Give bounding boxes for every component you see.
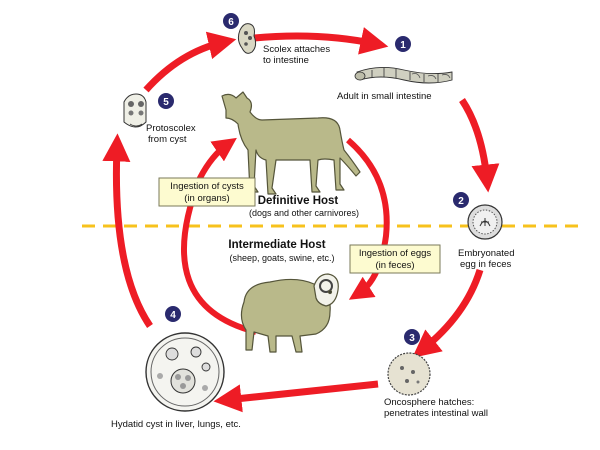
arrow-4-to-5	[102, 133, 153, 328]
adult-worm-icon	[354, 67, 453, 84]
embryonated-egg-icon	[467, 204, 503, 240]
step-5-label-line1: Protoscolex	[146, 123, 196, 134]
cysts-box-line1: Ingestion of cysts	[170, 181, 244, 192]
step-2-badge: 2	[453, 192, 469, 208]
svg-text:3: 3	[409, 333, 415, 344]
definitive-host-subtitle: (dogs and other carnivores)	[249, 208, 359, 218]
arrow-2-to-3	[412, 268, 484, 358]
scolex-icon	[237, 23, 257, 54]
step-2-label-line2: egg in feces	[460, 259, 511, 270]
inner-cycle-arrows	[181, 137, 390, 335]
step-3-badge: 3	[404, 329, 420, 345]
arrow-6-to-1	[253, 27, 389, 55]
cysts-box-line2: (in organs)	[184, 193, 229, 204]
svg-text:2: 2	[458, 196, 464, 207]
step-3-label-line1: Oncosphere hatches:	[384, 397, 474, 408]
ingestion-of-cysts-box: Ingestion of cysts (in organs)	[158, 177, 256, 207]
outer-cycle-arrows	[102, 27, 500, 413]
step-3-label-line2: penetrates intestinal wall	[384, 408, 488, 419]
step-1-badge: 1	[395, 36, 411, 52]
arrow-intermediate-to-definitive	[181, 137, 257, 335]
protoscolex-icon	[123, 93, 147, 128]
svg-text:5: 5	[163, 97, 169, 108]
definitive-host-title: Definitive Host	[258, 195, 339, 207]
svg-text:4: 4	[170, 310, 176, 321]
step-6-badge: 6	[223, 13, 239, 29]
arrow-definitive-to-intermediate	[346, 137, 390, 300]
intermediate-host-subtitle: (sheep, goats, swine, etc.)	[229, 253, 334, 263]
arrow-1-to-2	[459, 98, 500, 193]
oncosphere-icon	[387, 352, 431, 396]
hydatid-cyst-icon	[145, 332, 225, 412]
step-6-label-line2: to intestine	[263, 55, 309, 66]
step-4-badge: 4	[165, 306, 181, 322]
svg-text:1: 1	[400, 40, 406, 51]
step-4-label: Hydatid cyst in liver, lungs, etc.	[111, 419, 241, 430]
sheep-intermediate-host-icon	[240, 273, 339, 353]
step-5-badge: 5	[158, 93, 174, 109]
step-5-label-line2: from cyst	[148, 134, 187, 145]
intermediate-host-title: Intermediate Host	[228, 239, 325, 251]
svg-text:6: 6	[228, 17, 234, 28]
step-1-label: Adult in small intestine	[337, 91, 432, 102]
eggs-box-line2: (in feces)	[375, 260, 414, 271]
step-2-label-line1: Embryonated	[458, 248, 515, 259]
step-6-label-line1: Scolex attaches	[263, 44, 330, 55]
arrow-3-to-4	[213, 380, 379, 413]
arrow-5-to-6	[143, 31, 237, 93]
ingestion-of-eggs-box: Ingestion of eggs (in feces)	[349, 244, 441, 274]
eggs-box-line1: Ingestion of eggs	[359, 248, 432, 259]
